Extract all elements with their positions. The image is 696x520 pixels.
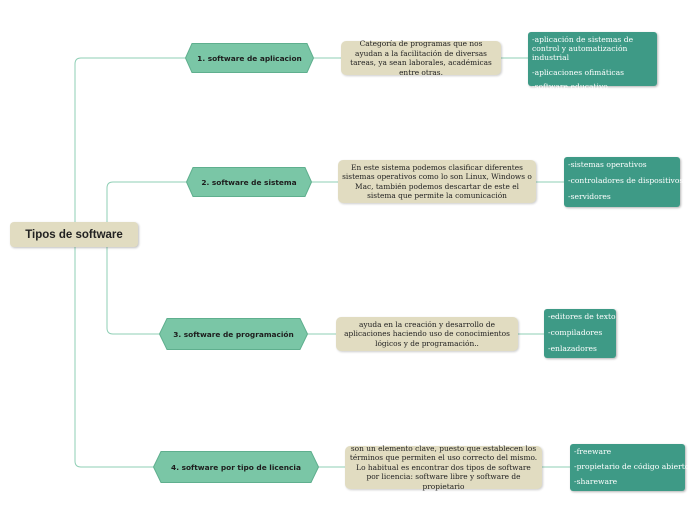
examples-list-programacion[interactable]: -editores de texto -compiladores -enlaza… [544,309,616,358]
list-item: -freeware [574,447,612,456]
branch-label: 3. software de programación [173,329,294,339]
list-item: -sistemas operativos [568,160,647,169]
branch-label: 4. software por tipo de licencia [171,462,301,472]
description-box-programacion[interactable]: ayuda en la creación y desarrollo de apl… [336,317,518,351]
description-box-sistema[interactable]: En este sistema podemos clasificar difer… [338,160,536,203]
hexagon-shape [185,43,314,73]
hexagon-shape [153,451,319,483]
description-box-licencia[interactable]: son un elemento clave, puesto que establ… [345,443,542,491]
list-item: -controladores de dispositivos [568,176,684,186]
branch-node-aplicacion[interactable]: 1. software de aplicacion [185,43,314,73]
list-item: -propietario de código abierto [574,462,690,472]
list-item: -enlazadores [548,344,597,354]
examples-list-sistema[interactable]: -sistemas operativos -controladores de d… [564,157,684,207]
description-text: son un elemento clave, puesto que establ… [349,443,538,491]
list-item: -software educativo [532,81,608,91]
description-text: ayuda en la creación y desarrollo de apl… [344,319,510,348]
description-text: En este sistema podemos clasificar difer… [342,162,532,201]
branch-label: 2. software de sistema [201,177,297,187]
list-item: -servidores [568,192,611,202]
branch-node-licencia[interactable]: 4. software por tipo de licencia [153,451,319,483]
root-label: Tipos de software [25,228,123,241]
branch-label: 1. software de aplicacion [197,53,302,63]
list-item: -compiladores [548,328,603,338]
description-box-aplicacion[interactable]: Categoría de programas que nos ayudan a … [341,39,501,77]
hexagon-shape [186,167,312,197]
description-text: Categoría de programas que nos ayudan a … [350,39,492,77]
list-item: -editores de texto [548,312,616,321]
branch-node-sistema[interactable]: 2. software de sistema [186,167,312,197]
branch-node-programacion[interactable]: 3. software de programación [159,318,308,350]
root-node[interactable]: Tipos de software [10,222,138,247]
hexagon-shape [159,318,308,350]
examples-list-aplicacion[interactable]: -aplicación de sistemas de control y aut… [528,32,657,91]
list-item: -aplicación de sistemas de control y aut… [532,35,634,63]
examples-list-licencia[interactable]: -freeware -propietario de código abierto… [570,444,690,491]
list-item: -aplicaciones ofimáticas [532,67,625,77]
list-item: -shareware [574,477,618,487]
